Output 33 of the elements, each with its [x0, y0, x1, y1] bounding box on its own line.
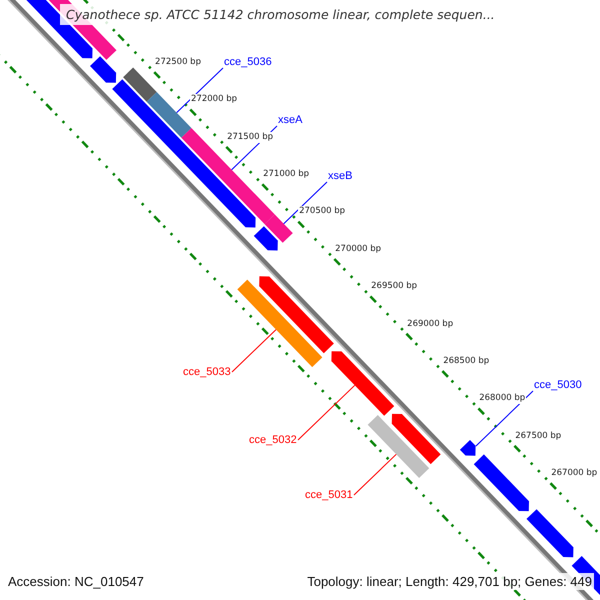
scale-label: 269000 bp — [406, 318, 454, 330]
gene-feature — [460, 440, 476, 456]
scale-label: 268500 bp — [442, 356, 490, 367]
gene-feature — [331, 351, 394, 416]
gene-feature — [259, 276, 334, 354]
gene-label: cce_5033 — [183, 366, 231, 378]
gene-label: xseB — [328, 170, 352, 182]
sequence-info-text: Topology: linear; Length: 429,701 bp; Genes: 449 — [305, 573, 594, 590]
leader-line — [283, 182, 328, 224]
scale-label: 271500 bp — [226, 132, 274, 143]
leader-line — [475, 390, 534, 447]
scale-label: 270000 bp — [334, 244, 382, 255]
scale-label: 267500 bp — [514, 430, 562, 442]
gene-label: cce_5031 — [305, 489, 353, 501]
gene-label: cce_5032 — [249, 434, 297, 446]
leader-line — [232, 329, 277, 372]
leader-line — [298, 384, 356, 440]
scale-label: 271000 bp — [262, 169, 310, 180]
gene-feature — [237, 280, 322, 368]
scale-label: 272000 bp — [190, 94, 238, 106]
scale-label: 267000 bp — [550, 468, 598, 480]
gene-feature — [146, 92, 192, 138]
scale-label: 269500 bp — [370, 281, 418, 292]
gene-feature — [264, 214, 293, 243]
leader-line — [354, 454, 397, 496]
scale-label: 272500 bp — [154, 57, 202, 68]
scale-label: 268000 bp — [478, 393, 526, 404]
scale-label: 270500 bp — [298, 206, 346, 218]
gene-label: cce_5030 — [534, 379, 582, 391]
leader-line — [176, 68, 224, 114]
gene-feature — [368, 415, 430, 478]
gene-label: xseA — [278, 114, 302, 126]
gene-label: cce_5036 — [224, 56, 272, 68]
